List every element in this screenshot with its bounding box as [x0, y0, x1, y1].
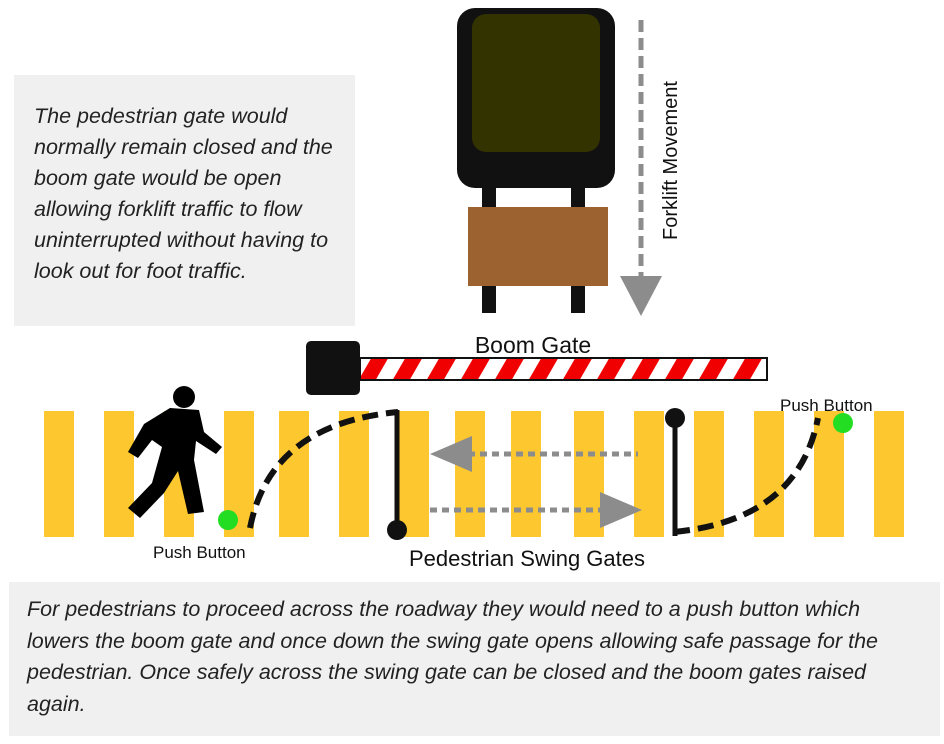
right-push-button[interactable]: [833, 413, 853, 433]
top-note-text: The pedestrian gate would normally remai…: [34, 104, 333, 283]
left-push-button[interactable]: [218, 510, 238, 530]
top-note: The pedestrian gate would normally remai…: [14, 75, 355, 326]
right-swing-gate: [665, 408, 685, 536]
boom-gate-label: Boom Gate: [475, 332, 591, 358]
walking-person-icon: [128, 386, 222, 518]
left-swing-gate: [387, 410, 407, 540]
left-swing-arc: [247, 409, 399, 529]
right-push-button-label: Push Button: [780, 396, 873, 415]
crossing-stripes: [44, 411, 904, 537]
arrow-left-icon: [430, 436, 638, 472]
forklift-movement-arrow: [620, 20, 662, 316]
left-push-button-label: Push Button: [153, 543, 246, 562]
arrow-right-icon: [430, 492, 642, 528]
forklift-movement-label: Forklift Movement: [660, 81, 682, 240]
bottom-note: For pedestrians to proceed across the ro…: [9, 582, 940, 736]
right-swing-arc: [673, 417, 821, 535]
forklift-icon: [457, 8, 615, 313]
pedestrian-swing-gates-label: Pedestrian Swing Gates: [409, 546, 645, 571]
bottom-note-text: For pedestrians to proceed across the ro…: [27, 597, 879, 716]
boom-gate: [306, 341, 768, 395]
